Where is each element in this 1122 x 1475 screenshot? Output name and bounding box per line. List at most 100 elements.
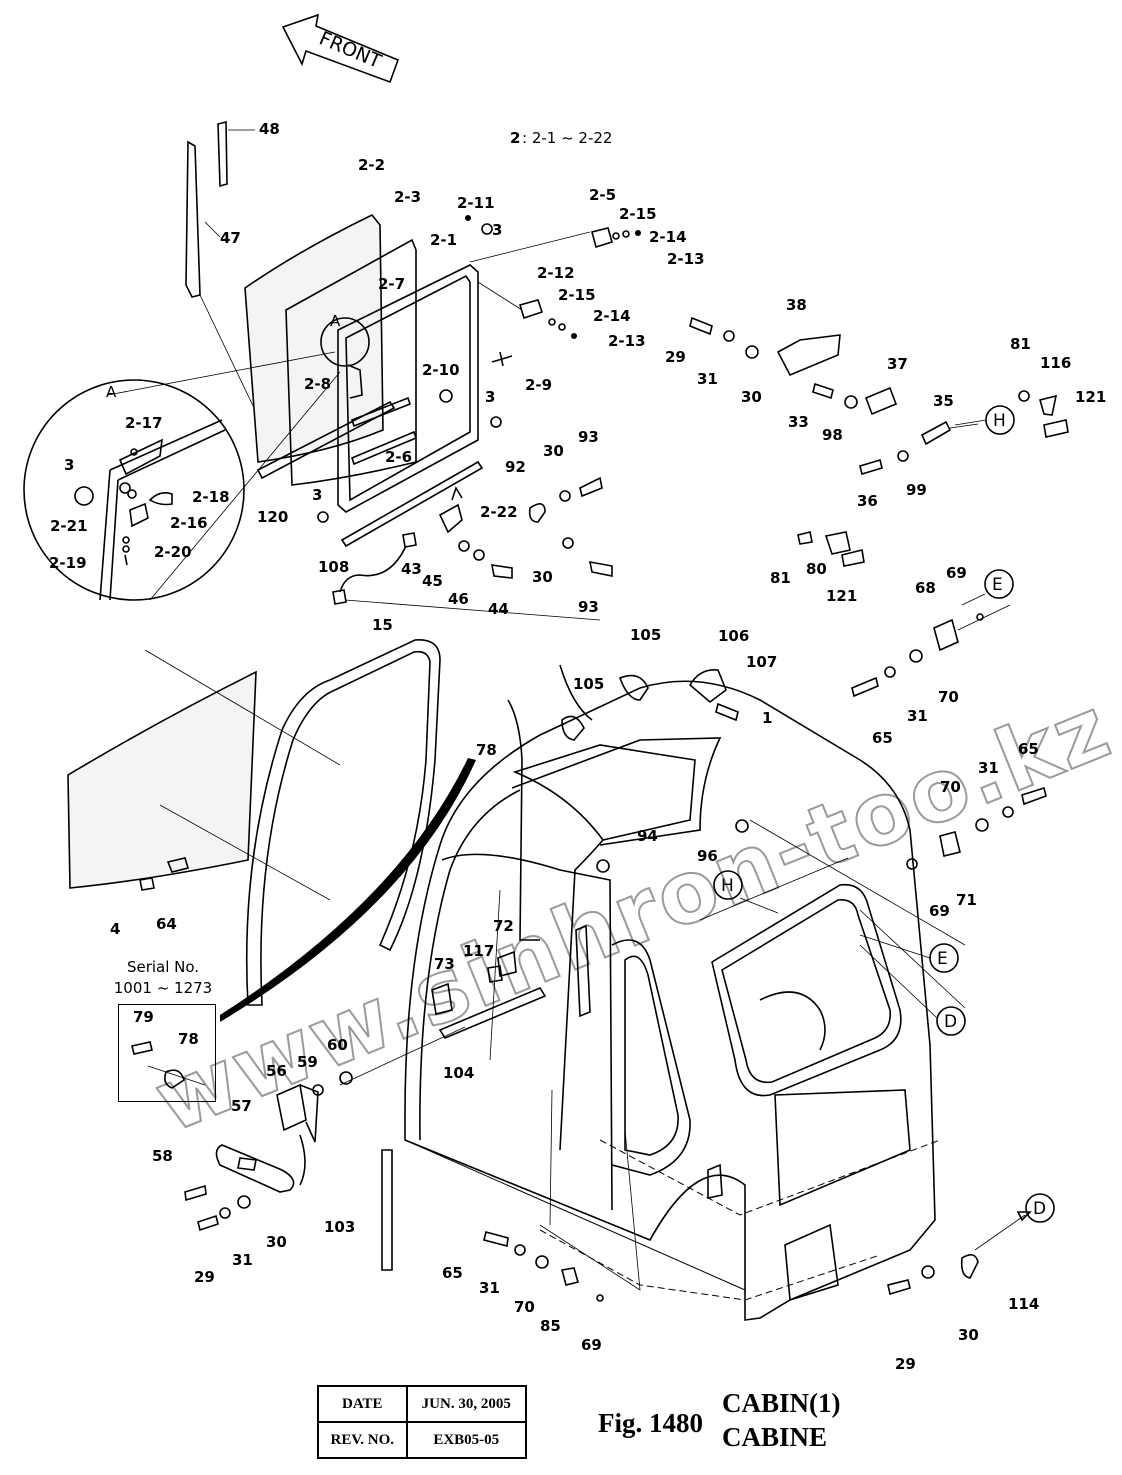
part-label: 93 xyxy=(578,428,599,446)
part-label: 15 xyxy=(372,616,393,634)
part-label: 59 xyxy=(297,1053,318,1071)
circle-e-upper: E xyxy=(984,569,1014,599)
part-label: 3 xyxy=(64,456,74,474)
windshield-seal xyxy=(245,639,441,1006)
title-block-table: DATE JUN. 30, 2005 REV. NO. EXB05-05 xyxy=(317,1385,528,1459)
svg-text:H: H xyxy=(721,876,734,896)
part-label: 31 xyxy=(232,1251,253,1269)
part-label: 47 xyxy=(220,229,241,247)
part-label: 92 xyxy=(505,458,526,476)
part-label: 121 xyxy=(1075,388,1106,406)
part-label: 2-14 xyxy=(649,228,687,246)
wiper-parts xyxy=(185,120,256,411)
group-note-number: 2 xyxy=(510,129,520,147)
part-label: 57 xyxy=(231,1097,252,1115)
circle-h-lower: H xyxy=(713,870,743,900)
part-label: 2-9 xyxy=(525,376,552,394)
part-label: 70 xyxy=(938,688,959,706)
rail-120 xyxy=(256,400,396,480)
svg-text:D: D xyxy=(944,1012,957,1032)
part-label: 120 xyxy=(257,508,288,526)
circle-h-upper: H xyxy=(985,405,1015,435)
circle-d-lower: D xyxy=(936,1006,966,1036)
door-seal xyxy=(285,238,417,486)
part-label: 2-3 xyxy=(394,188,421,206)
part-label: 2-16 xyxy=(170,514,208,532)
part-label: 69 xyxy=(929,902,950,920)
part-label: 35 xyxy=(933,392,954,410)
part-label: 99 xyxy=(906,481,927,499)
serial-note-line1: Serial No. xyxy=(126,958,200,976)
group-note-range: : 2-1 ~ 2-22 xyxy=(522,129,612,147)
part-label: 69 xyxy=(581,1336,602,1354)
part-label: 78 xyxy=(476,741,497,759)
part-label: 33 xyxy=(788,413,809,431)
part-label: 93 xyxy=(578,598,599,616)
part-label: 46 xyxy=(448,590,469,608)
svg-text:E: E xyxy=(937,949,948,969)
serial-note: Serial No. 1001 ~ 1273 xyxy=(108,957,218,999)
door-glass xyxy=(244,214,384,463)
date-label: DATE xyxy=(317,1385,408,1423)
part-label: 29 xyxy=(665,348,686,366)
part-label: 43 xyxy=(401,560,422,578)
part-label: 3 xyxy=(312,486,322,504)
part-label: 30 xyxy=(741,388,762,406)
part-label: 81 xyxy=(1010,335,1031,353)
part-label: 31 xyxy=(479,1279,500,1297)
part-label: 44 xyxy=(488,600,509,618)
part-label: 30 xyxy=(532,568,553,586)
part-label: 81 xyxy=(770,569,791,587)
part-label: 38 xyxy=(786,296,807,314)
part-label: 45 xyxy=(422,572,443,590)
part-label: 2-13 xyxy=(667,250,705,268)
part-label: 2-17 xyxy=(125,414,163,432)
part-label: 30 xyxy=(543,442,564,460)
serial-box xyxy=(118,1004,216,1102)
part-label: 68 xyxy=(915,579,936,597)
part-label: 60 xyxy=(327,1036,348,1054)
part-label: 2-7 xyxy=(378,275,405,293)
part-label: 72 xyxy=(493,917,514,935)
circle-leaders xyxy=(739,419,987,1019)
part-label: 96 xyxy=(697,847,718,865)
leader-lines xyxy=(144,599,966,1291)
title-french: CABINE xyxy=(722,1422,828,1452)
part-label: 2-18 xyxy=(192,488,230,506)
date-value: JUN. 30, 2005 xyxy=(405,1385,528,1423)
door-frame xyxy=(337,264,479,513)
front-arrow: FRONT xyxy=(281,13,400,84)
part-label: 1 xyxy=(762,709,772,727)
part-label: 2-15 xyxy=(558,286,596,304)
front-label: FRONT xyxy=(316,27,385,73)
part-label: 2-22 xyxy=(480,503,518,521)
part-label: 2-5 xyxy=(589,186,616,204)
part-label: 36 xyxy=(857,492,878,510)
part-label: 65 xyxy=(872,729,893,747)
windshield-glass xyxy=(67,670,257,889)
part-label: 2-1 xyxy=(430,231,457,249)
part-label: 103 xyxy=(324,1218,355,1236)
rev-value: EXB05-05 xyxy=(405,1421,528,1459)
part-label: 65 xyxy=(1018,740,1039,758)
part-label: 37 xyxy=(887,355,908,373)
part-label: 2-10 xyxy=(422,361,460,379)
part-label: 2-11 xyxy=(457,194,495,212)
cabin-body xyxy=(404,664,936,1321)
part-label: 31 xyxy=(697,370,718,388)
part-label: 104 xyxy=(443,1064,474,1082)
part-label: 2-20 xyxy=(154,543,192,561)
part-label: 2-2 xyxy=(358,156,385,174)
figure-number: Fig. 1480 xyxy=(598,1408,703,1438)
detail-a-label: A xyxy=(106,383,117,401)
part-label: 107 xyxy=(746,653,777,671)
part-label: 48 xyxy=(259,120,280,138)
part-label: 117 xyxy=(463,942,494,960)
part-label: 105 xyxy=(630,626,661,644)
latch-parts xyxy=(317,215,641,523)
part-label: 114 xyxy=(1008,1295,1039,1313)
part-label: 2-21 xyxy=(50,517,88,535)
grab-bracket-parts xyxy=(528,476,613,577)
svg-text:E: E xyxy=(992,575,1003,595)
